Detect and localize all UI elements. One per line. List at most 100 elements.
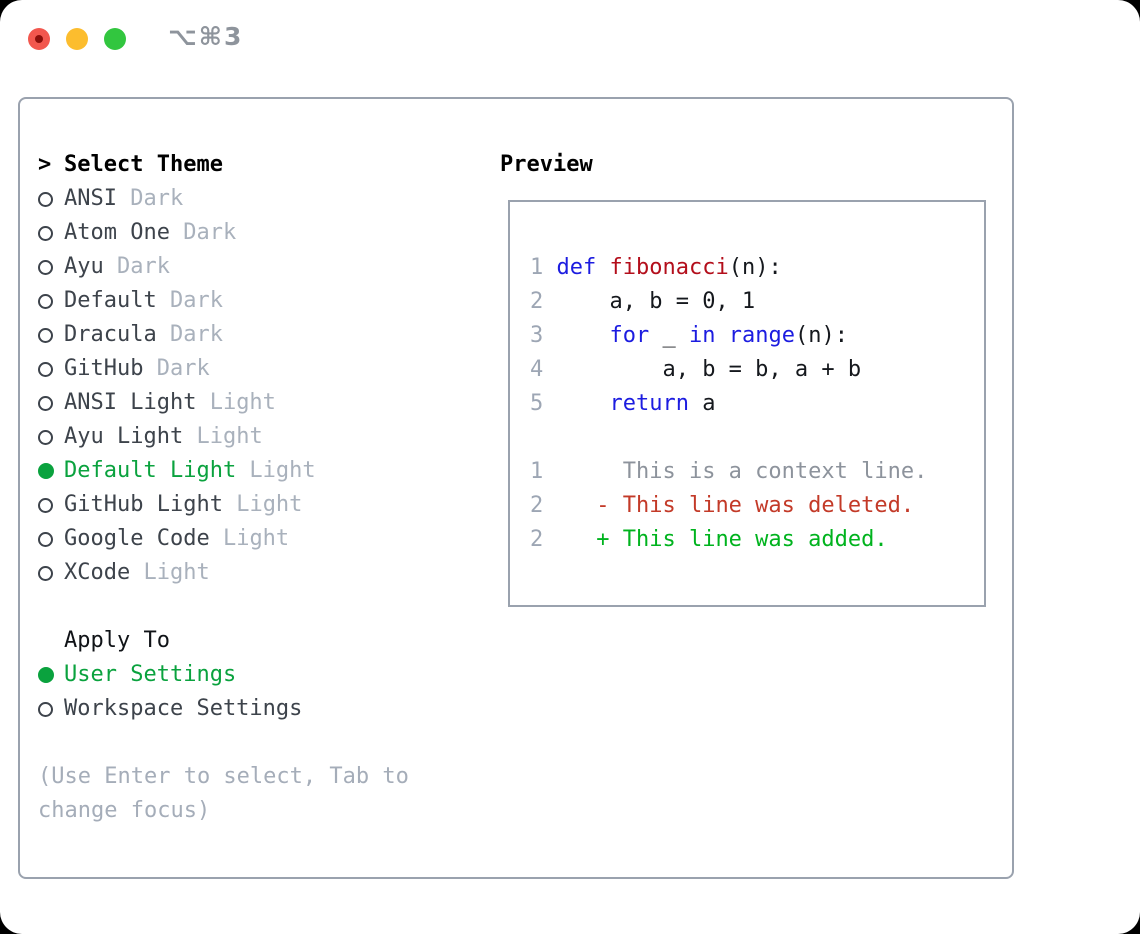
theme-option[interactable]: Default Dark bbox=[38, 284, 409, 318]
code-segment-pl bbox=[543, 323, 609, 348]
hint-row: (Use Enter to select, Tab to bbox=[38, 760, 409, 794]
radio-marker bbox=[38, 361, 64, 377]
theme-variant: Light bbox=[209, 526, 290, 551]
radio-marker bbox=[38, 429, 64, 445]
apply-to-option[interactable]: User Settings bbox=[38, 658, 409, 692]
spacer-row bbox=[38, 726, 409, 760]
radio-unselected-icon bbox=[38, 361, 53, 377]
close-button[interactable] bbox=[28, 28, 50, 50]
theme-option[interactable]: ANSI Light Light bbox=[38, 386, 409, 420]
code-line: 3 for _ in range(n): bbox=[530, 319, 927, 353]
theme-option[interactable]: GitHub Dark bbox=[38, 352, 409, 386]
code-segment-num: 2 bbox=[530, 289, 544, 314]
radio-marker bbox=[38, 565, 64, 581]
apply-to-name: User Settings bbox=[64, 662, 237, 687]
theme-option[interactable]: GitHub Light Light bbox=[38, 488, 409, 522]
radio-unselected-icon bbox=[38, 429, 53, 445]
code-line: 2 - This line was deleted. bbox=[530, 489, 927, 523]
code-segment-kw: def bbox=[556, 255, 597, 280]
code-segment-pl bbox=[543, 527, 596, 552]
code-segment-num: 1 bbox=[530, 459, 544, 484]
code-line: 2 a, b = 0, 1 bbox=[530, 285, 927, 319]
radio-unselected-icon bbox=[38, 225, 53, 241]
radio-selected-icon bbox=[38, 463, 54, 479]
theme-option[interactable]: Atom One Dark bbox=[38, 216, 409, 250]
theme-name: Ayu Light bbox=[64, 424, 184, 449]
theme-variant: Dark bbox=[116, 186, 184, 211]
zoom-button[interactable] bbox=[104, 28, 126, 50]
radio-marker bbox=[38, 497, 64, 513]
theme-name: XCode bbox=[64, 560, 131, 585]
theme-name: Default Light bbox=[64, 458, 237, 483]
code-line: 2 + This line was added. bbox=[530, 523, 927, 557]
theme-name: Dracula bbox=[64, 322, 157, 347]
code-segment-num: 4 bbox=[530, 357, 544, 382]
window-controls bbox=[28, 28, 126, 50]
code-segment-num: 2 bbox=[530, 527, 544, 552]
code-line: 5 return a bbox=[530, 387, 927, 421]
radio-selected-icon bbox=[38, 667, 54, 683]
code-segment-pl bbox=[543, 493, 596, 518]
minimize-button[interactable] bbox=[66, 28, 88, 50]
radio-unselected-icon bbox=[38, 191, 53, 207]
apply-to-header: Apply To bbox=[38, 624, 409, 658]
code-line bbox=[530, 421, 927, 455]
radio-unselected-icon bbox=[38, 497, 53, 513]
radio-unselected-icon bbox=[38, 293, 53, 309]
code-segment-ctx: This is a context line. bbox=[543, 459, 928, 484]
theme-variant: Dark bbox=[156, 288, 223, 313]
window-title-shortcut: ⌥⌘3 bbox=[168, 22, 244, 51]
code-segment-fn: fibonacci bbox=[609, 255, 729, 280]
radio-unselected-icon bbox=[38, 259, 53, 275]
theme-name: Atom One bbox=[64, 220, 170, 245]
theme-name: ANSI Light bbox=[64, 390, 197, 415]
theme-name: Ayu bbox=[64, 254, 104, 279]
radio-unselected-icon bbox=[38, 395, 53, 411]
radio-marker bbox=[38, 293, 64, 309]
hint-text: change focus) bbox=[38, 798, 211, 823]
theme-name: GitHub Light bbox=[64, 492, 223, 517]
code-line: 1 This is a context line. bbox=[530, 455, 927, 489]
code-line: 1 def fibonacci(n): bbox=[530, 251, 927, 285]
theme-variant: Dark bbox=[169, 220, 237, 245]
theme-name: GitHub bbox=[64, 356, 144, 381]
preview-title: Preview bbox=[500, 152, 593, 177]
code-segment-pl bbox=[715, 323, 728, 348]
theme-variant: Dark bbox=[103, 254, 170, 279]
theme-option[interactable]: Default Light Light bbox=[38, 454, 409, 488]
radio-marker bbox=[38, 327, 64, 343]
spacer-row bbox=[38, 590, 409, 624]
theme-name: Google Code bbox=[64, 526, 210, 551]
theme-variant: Light bbox=[183, 424, 263, 449]
theme-option[interactable]: Dracula Dark bbox=[38, 318, 409, 352]
caret-icon: > bbox=[38, 152, 52, 177]
hint-row: change focus) bbox=[38, 794, 409, 828]
hint-text: (Use Enter to select, Tab to bbox=[38, 764, 409, 789]
code-segment-pl: (n): bbox=[728, 255, 782, 280]
code-segment-kw: range bbox=[728, 323, 795, 348]
radio-marker bbox=[38, 191, 64, 207]
radio-unselected-icon bbox=[38, 565, 53, 581]
theme-variant: Light bbox=[196, 390, 276, 415]
radio-unselected-icon bbox=[38, 327, 53, 343]
theme-name: ANSI bbox=[64, 186, 117, 211]
radio-marker bbox=[38, 531, 64, 547]
theme-option[interactable]: Ayu Dark bbox=[38, 250, 409, 284]
theme-option[interactable]: Ayu Light Light bbox=[38, 420, 409, 454]
code-segment-pl: a, b = b, a + b bbox=[543, 357, 862, 382]
theme-name: Default bbox=[64, 288, 157, 313]
theme-option[interactable]: ANSI Dark bbox=[38, 182, 409, 216]
code-segment-del: - This line was deleted. bbox=[596, 493, 915, 518]
code-segment-kw: for bbox=[609, 323, 650, 348]
code-segment-kw: return bbox=[609, 391, 689, 416]
radio-marker bbox=[38, 463, 64, 479]
theme-option[interactable]: XCode Light bbox=[38, 556, 409, 590]
apply-to-option[interactable]: Workspace Settings bbox=[38, 692, 409, 726]
selection-caret: > bbox=[38, 148, 64, 182]
code-segment-kw: in bbox=[688, 323, 716, 348]
apply-to-title: Apply To bbox=[64, 628, 170, 653]
theme-option[interactable]: Google Code Light bbox=[38, 522, 409, 556]
